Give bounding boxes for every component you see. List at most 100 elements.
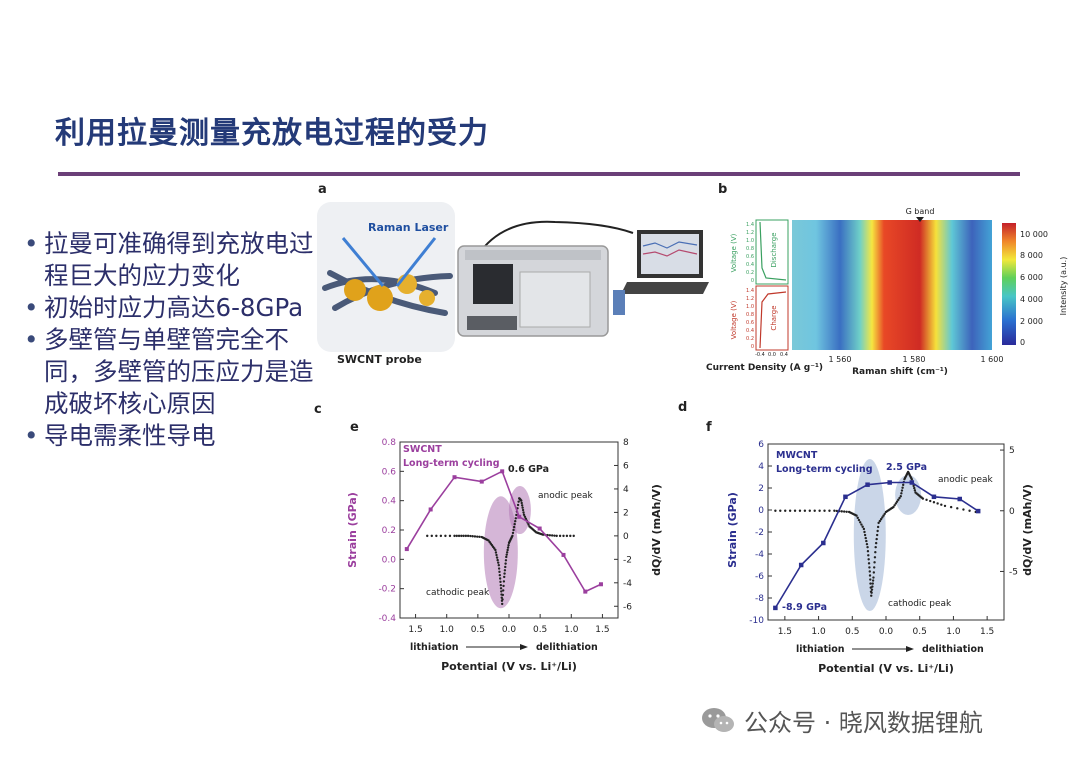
dqdv-point — [875, 537, 878, 541]
laptop-icon — [621, 230, 709, 294]
voltage-tick: 0.6 — [746, 320, 754, 326]
dqdv-point — [864, 536, 867, 540]
dqdv-point — [527, 523, 530, 526]
dqdv-point — [506, 546, 510, 549]
y2-tick-label: 0 — [1009, 507, 1015, 517]
dqdv-point — [444, 534, 447, 538]
dqdv-point — [895, 500, 899, 503]
y-tick-label: 0.4 — [382, 497, 397, 507]
dqdv-point — [572, 534, 575, 538]
chart-e-title: SWCNT — [403, 444, 442, 455]
strain-point — [561, 552, 566, 557]
voltage-tick: 1.2 — [746, 296, 754, 302]
voltage-label-top: Voltage (V) — [730, 233, 738, 272]
strain-point — [975, 508, 981, 514]
dqdv-point — [522, 513, 526, 516]
dqdv-point — [562, 534, 565, 538]
dqdv-point — [871, 582, 874, 585]
dqdv-point — [430, 534, 433, 538]
panel-label-e: e — [350, 420, 359, 435]
dqdv-point — [550, 534, 554, 537]
dqdv-point — [877, 521, 880, 525]
y-tick-label: -0.4 — [378, 614, 396, 624]
dqdv-point — [503, 575, 506, 579]
dqdv-point — [476, 535, 479, 538]
title-divider — [58, 172, 1020, 176]
dqdv-point — [558, 534, 562, 538]
x-tick-label: 0.5 — [533, 625, 547, 635]
dqdv-point — [869, 582, 872, 585]
dqdv-point — [426, 534, 429, 538]
dqdv-point — [553, 534, 556, 537]
dqdv-point — [870, 588, 874, 591]
y-tick-label: -8 — [755, 594, 764, 604]
y-tick-label: 0.0 — [382, 555, 397, 565]
strain-line — [406, 470, 602, 593]
dqdv-point — [514, 520, 517, 523]
dqdv-point — [874, 541, 878, 545]
y2-tick-label: 6 — [623, 461, 629, 471]
g-band-marker-icon — [916, 217, 924, 222]
strain-point — [957, 496, 962, 502]
dqdv-point — [504, 562, 507, 565]
y-tick-label: 0.8 — [382, 438, 397, 448]
x-tick-label: 0.0 — [879, 627, 894, 637]
dqdv-point — [876, 529, 879, 533]
strain-point — [865, 482, 870, 487]
chart-e-ylabel-left: Strain (GPa) — [346, 492, 359, 568]
dqdv-point — [469, 534, 472, 538]
dqdv-point — [516, 503, 520, 507]
strain-point — [404, 547, 409, 552]
current-tick: -0.4 — [755, 352, 765, 358]
discharge-curve — [759, 221, 787, 281]
dqdv-point — [501, 593, 505, 597]
dqdv-point — [523, 515, 527, 518]
dqdv-point — [875, 533, 879, 537]
dqdv-point — [505, 553, 508, 556]
voltage-tick: 1.4 — [746, 288, 754, 294]
dqdv-point — [464, 534, 468, 538]
dqdv-point — [506, 548, 509, 552]
chart-f-anodic-label: anodic peak — [938, 475, 994, 485]
watermark: 公众号 · 晓风数据锂航 — [700, 702, 983, 738]
strain-point — [798, 562, 804, 568]
panel-label-d: d — [678, 400, 688, 415]
dqdv-point — [873, 561, 876, 564]
dqdv-point — [898, 496, 901, 500]
dqdv-point — [968, 509, 971, 512]
dqdv-point — [900, 492, 903, 495]
strain-point — [773, 605, 778, 611]
dqdv-point — [894, 502, 898, 505]
voltage-tick: 1.0 — [746, 238, 754, 244]
dqdv-point — [861, 525, 864, 528]
strain-point — [931, 494, 937, 500]
chart-e-anodic-label: anodic peak — [538, 491, 594, 501]
dqdv-point — [835, 509, 839, 513]
y-tick-label: 0 — [758, 506, 764, 516]
dqdv-point — [868, 574, 872, 577]
raman-laser-label: Raman Laser — [368, 221, 449, 234]
chart-f-lithiation: lithiation — [796, 644, 845, 655]
dqdv-point — [893, 504, 896, 507]
dqdv-point — [502, 580, 506, 583]
dqdv-point — [949, 505, 953, 509]
voltage-tick: 1.4 — [746, 222, 754, 228]
particle — [344, 279, 366, 301]
dqdv-point — [881, 516, 884, 519]
dqdv-point — [879, 518, 883, 521]
dqdv-point — [899, 494, 902, 498]
strain-point — [887, 480, 892, 485]
dqdv-point — [882, 514, 885, 517]
panel-label-b: b — [718, 182, 728, 197]
dqdv-point — [503, 569, 507, 572]
dqdv-point — [524, 517, 528, 520]
chart-f-ylabel-left: Strain (GPa) — [726, 492, 739, 568]
bullet-item: 多壁管与单壁管完全不同，多壁管的压应力是造成破坏核心原因 — [18, 324, 318, 420]
strain-point — [537, 526, 542, 531]
detector-box — [613, 290, 625, 315]
voltage-tick: 0.8 — [746, 246, 754, 252]
dqdv-point — [840, 510, 843, 513]
chart-e-peak-label: 0.6 GPa — [508, 464, 549, 475]
chart-e-lithiation: lithiation — [410, 642, 459, 653]
dqdv-point — [921, 497, 925, 500]
